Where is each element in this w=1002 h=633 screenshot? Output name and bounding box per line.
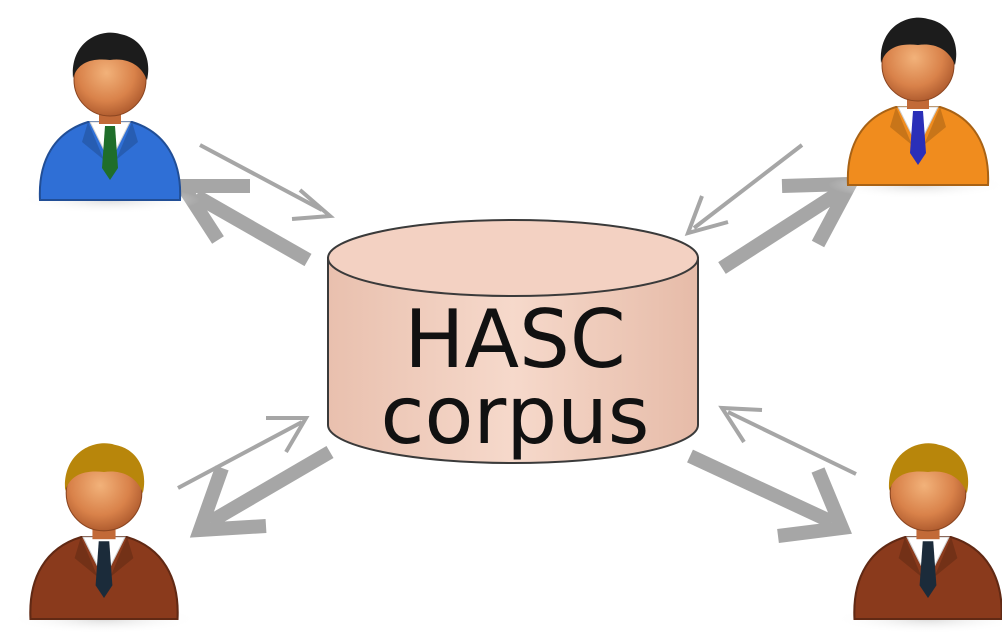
thin-arrow-to-database-bottom-right [718, 405, 857, 476]
user-icon-top-right [828, 17, 1002, 199]
user-hair [888, 443, 969, 493]
user-icon-top-left [20, 32, 200, 214]
user-icon-bottom-right [833, 443, 1002, 633]
users-group [9, 17, 1002, 633]
thick-arrow-to-user-bottom-right [687, 449, 852, 543]
user-hair [64, 443, 145, 493]
cylinder-body [327, 257, 699, 464]
user-lapel-left [74, 537, 98, 577]
user-lapel-right [934, 537, 958, 577]
user-hair [880, 17, 957, 65]
thin-arrow-to-database-top-right [684, 143, 804, 236]
user-tie [910, 111, 926, 165]
user-lapel-right [116, 122, 138, 160]
user-tie [919, 541, 937, 598]
user-icon-bottom-left [9, 443, 199, 633]
thick-arrow-to-user-top-left [170, 179, 312, 267]
cylinder-top [327, 219, 699, 297]
user-tie [95, 541, 113, 598]
user-lapel-left [82, 122, 104, 160]
thick-arrow-to-user-bottom-left [189, 445, 334, 538]
thin-arrow-to-database-bottom-left [177, 416, 310, 490]
user-lapel-left [898, 537, 922, 577]
database-cylinder [327, 219, 699, 464]
user-lapel-right [924, 107, 946, 145]
user-lapel-left [890, 107, 912, 145]
user-lapel-right [110, 537, 134, 577]
thin-arrow-to-database-top-left [199, 143, 335, 221]
user-hair [72, 32, 149, 80]
user-tie [102, 126, 118, 180]
thick-arrow-to-user-top-right [718, 176, 862, 274]
